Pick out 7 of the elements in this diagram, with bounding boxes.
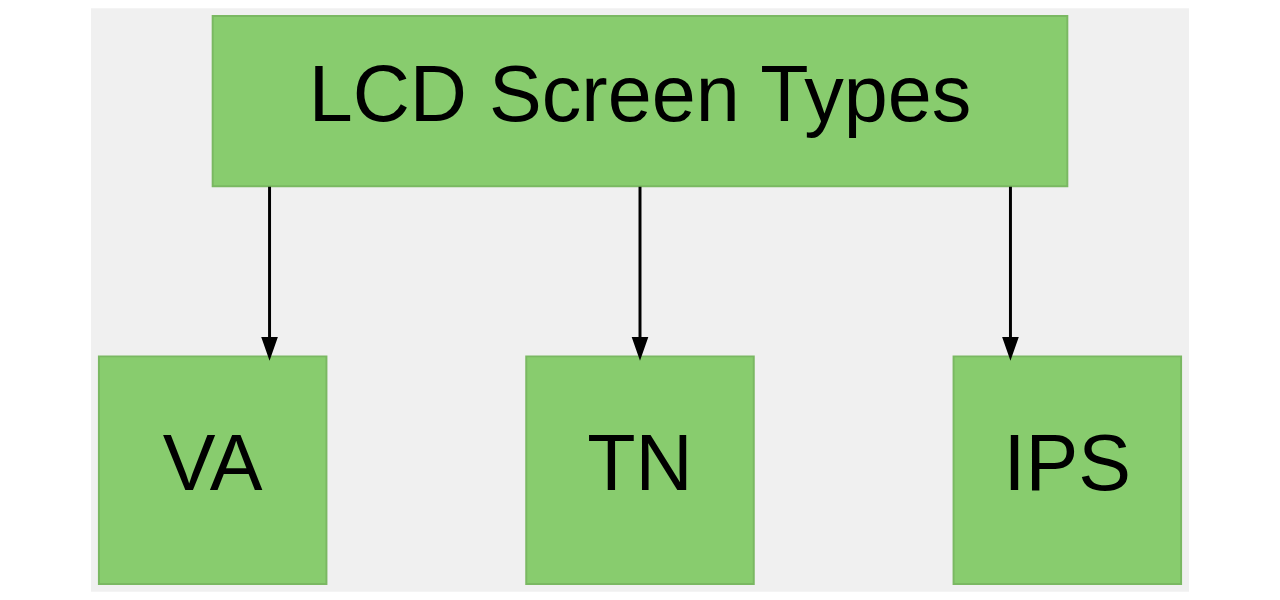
arrow — [1002, 186, 1019, 361]
node-box: VA — [97, 355, 328, 585]
node-box: TN — [525, 355, 755, 585]
node-box: IPS — [952, 355, 1183, 585]
node-box: LCD Screen Types — [211, 15, 1069, 188]
arrow — [261, 186, 278, 361]
arrow — [631, 186, 649, 361]
